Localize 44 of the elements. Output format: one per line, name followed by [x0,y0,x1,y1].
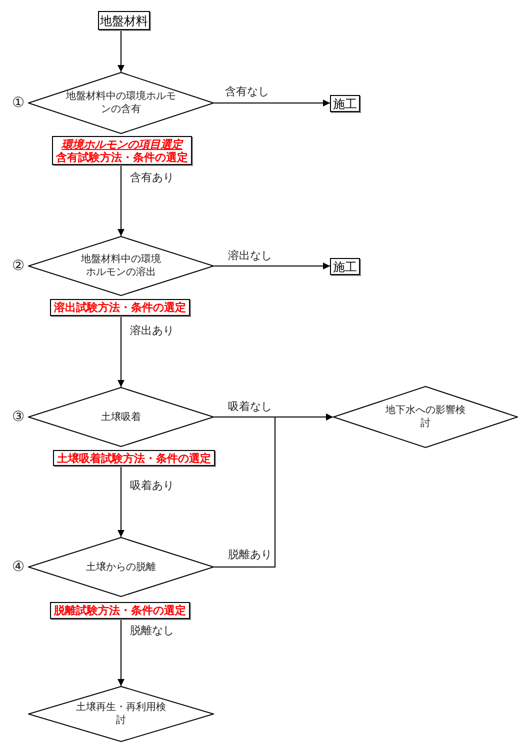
process-box: 地盤材料 [98,11,150,30]
diamond-text: 地盤材料中の環境ホルモンの溶出 [80,253,162,279]
diamond-text: 土壌吸着 [100,410,142,424]
edge-label: 吸着なし [228,401,272,412]
decision-diamond [333,386,518,448]
condition-note-box [53,450,215,466]
process-box: 施工 [330,258,360,275]
arrow [214,262,330,270]
diamond-text: 地盤材料中の環境ホルモンの含有 [65,90,177,116]
note-text: 含有試験方法・条件の選定 [56,150,188,164]
diamond-text: 土壌再生・再利用検討 [75,701,167,727]
edge-label: 含有あり [130,172,174,183]
edge-label: 含有なし [225,86,269,97]
edge-label: 吸着あり [130,480,174,491]
decision-diamond [28,537,214,597]
edge-label: 脱離あり [228,549,272,560]
step-number: ① [12,96,25,110]
arrow [118,164,124,236]
step-number: ④ [12,560,25,574]
edge-label: 溶出あり [130,325,174,336]
arrow [118,466,124,538]
decision-diamond [28,72,214,134]
edge-label: 溶出なし [228,250,272,261]
note-text: 脱離試験方法・条件の選定 [54,604,186,617]
edge-label: 脱離なし [130,625,174,636]
decision-diamond [28,686,214,742]
decision-diamond [28,236,214,296]
diamond-text: 土壌からの脱離 [85,560,157,574]
decision-diamond [28,387,214,447]
step-number: ② [12,259,25,273]
condition-note-box [50,602,190,619]
arrow [214,100,330,106]
note-text: 土壌吸着試験方法・条件の選定 [57,452,211,464]
arrow [118,316,124,388]
diamond-text: 地下水への影響検討 [384,404,466,430]
condition-note-box [50,299,190,316]
arrow [118,30,124,72]
arrow [118,618,124,686]
note-text: 環境ホルモンの項目選定 [62,138,182,150]
process-box: 施工 [330,95,360,112]
step-number: ③ [12,410,25,424]
arrow [214,414,334,568]
condition-note-box [52,136,192,165]
note-text: 溶出試験方法・条件の選定 [54,301,186,314]
